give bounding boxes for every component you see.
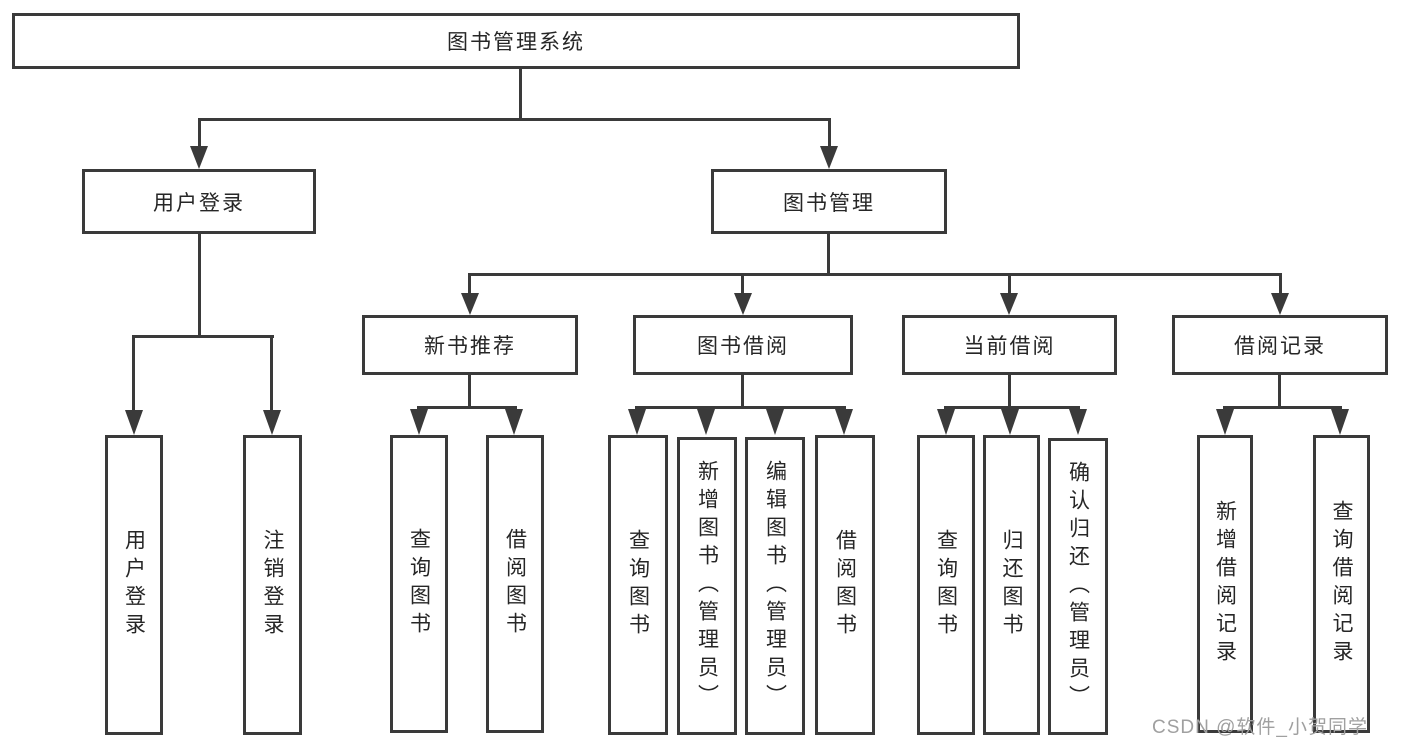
leaf-label: 新增图书（管理员）	[695, 460, 719, 712]
leaf-label: 借阅图书	[833, 529, 857, 641]
arrowhead-book-borrow	[734, 293, 752, 315]
edge-rec-stem	[1278, 375, 1281, 406]
arrowhead-bb-edit	[766, 409, 784, 435]
edge-userlogin-hline	[132, 335, 274, 338]
arrowhead-cb-query	[937, 409, 955, 435]
leaf-nbr-query-books: 查询图书	[390, 435, 448, 733]
arrowhead-rec-query	[1331, 409, 1349, 435]
arrowhead-bb-query	[628, 409, 646, 435]
node-book-borrow: 图书借阅	[633, 315, 853, 375]
node-new-book-recommend: 新书推荐	[362, 315, 578, 375]
edge-bb-stem	[741, 375, 744, 406]
node-label: 图书管理系统	[447, 31, 585, 54]
arrowhead-cb-return	[1001, 409, 1019, 435]
arrowhead-bb-add	[697, 409, 715, 435]
node-label: 借阅记录	[1234, 335, 1326, 358]
leaf-cb-return-books: 归还图书	[983, 435, 1040, 735]
node-label: 图书借阅	[697, 335, 789, 358]
arrowhead-nbr-query	[410, 409, 428, 435]
leaf-label: 查询借阅记录	[1330, 500, 1353, 668]
leaf-label: 确认归还（管理员）	[1066, 460, 1090, 713]
arrowhead-leaf-login	[125, 410, 143, 435]
arrowhead-current-borrow	[1000, 293, 1018, 315]
arrowhead-leaf-logout	[263, 410, 281, 435]
arrowhead-user-login	[190, 146, 208, 169]
leaf-cb-confirm-return-admin: 确认归还（管理员）	[1048, 438, 1108, 735]
leaf-user-login: 用户登录	[105, 435, 163, 735]
leaf-bb-query-books: 查询图书	[608, 435, 668, 735]
leaf-cb-query-books: 查询图书	[917, 435, 975, 735]
edge-drop-user-login	[198, 121, 201, 146]
arrowhead-nbr-borrow	[505, 409, 523, 435]
leaf-label: 借阅图书	[503, 528, 527, 640]
leaf-label: 注销登录	[261, 529, 284, 641]
leaf-label: 归还图书	[1000, 529, 1023, 641]
node-borrow-records: 借阅记录	[1172, 315, 1388, 375]
arrowhead-bb-borrow	[835, 409, 853, 435]
node-library-management-system: 图书管理系统	[12, 13, 1020, 69]
leaf-bb-add-books-admin: 新增图书（管理员）	[677, 437, 737, 735]
node-user-login: 用户登录	[82, 169, 316, 234]
edge-nbr-hline	[417, 406, 517, 409]
leaf-label: 查询图书	[407, 528, 431, 640]
leaf-bb-borrow-books: 借阅图书	[815, 435, 875, 735]
leaf-label: 用户登录	[122, 529, 146, 641]
edge-rec-hline	[1223, 406, 1342, 409]
edge-root-hline	[198, 118, 831, 121]
leaf-bb-edit-books-admin: 编辑图书（管理员）	[745, 437, 805, 735]
node-current-borrow: 当前借阅	[902, 315, 1117, 375]
edge-drop-leaf-login	[132, 338, 135, 410]
edge-bookmgmt-stem	[827, 234, 830, 273]
arrowhead-new-book-rec	[461, 293, 479, 315]
edge-root-stem	[519, 69, 522, 118]
edge-drop-book-mgmt	[828, 121, 831, 146]
leaf-label: 查询图书	[626, 529, 650, 641]
node-label: 新书推荐	[424, 335, 516, 358]
leaf-label: 查询图书	[934, 529, 958, 641]
edge-drop-current-borrow	[1008, 276, 1011, 293]
edge-bookmgmt-hline	[468, 273, 1282, 276]
leaf-rec-query-borrow-record: 查询借阅记录	[1313, 435, 1370, 733]
node-label: 当前借阅	[963, 335, 1056, 358]
edge-drop-leaf-logout	[270, 338, 273, 410]
edge-cb-hline	[944, 406, 1080, 409]
edge-drop-new-book-rec	[468, 276, 471, 293]
edge-userlogin-stem	[198, 234, 201, 335]
leaf-rec-add-borrow-record: 新增借阅记录	[1197, 435, 1253, 733]
edge-nbr-stem	[468, 375, 471, 406]
leaf-label: 新增借阅记录	[1213, 500, 1237, 668]
edge-bb-hline	[635, 406, 846, 409]
edge-cb-stem	[1008, 375, 1011, 406]
leaf-label: 编辑图书（管理员）	[763, 460, 787, 712]
arrowhead-cb-confirm	[1069, 409, 1087, 435]
leaf-logout: 注销登录	[243, 435, 302, 735]
leaf-nbr-borrow-books: 借阅图书	[486, 435, 544, 733]
node-book-management: 图书管理	[711, 169, 947, 234]
node-label: 图书管理	[783, 191, 875, 215]
arrowhead-book-mgmt	[820, 146, 838, 169]
csdn-watermark: CSDN @软件_小贺同学	[1152, 717, 1368, 738]
edge-drop-borrow-records	[1279, 276, 1282, 293]
edge-drop-book-borrow	[741, 276, 744, 293]
arrowhead-rec-add	[1216, 409, 1234, 435]
node-label: 用户登录	[153, 191, 245, 215]
arrowhead-borrow-records	[1271, 293, 1289, 315]
